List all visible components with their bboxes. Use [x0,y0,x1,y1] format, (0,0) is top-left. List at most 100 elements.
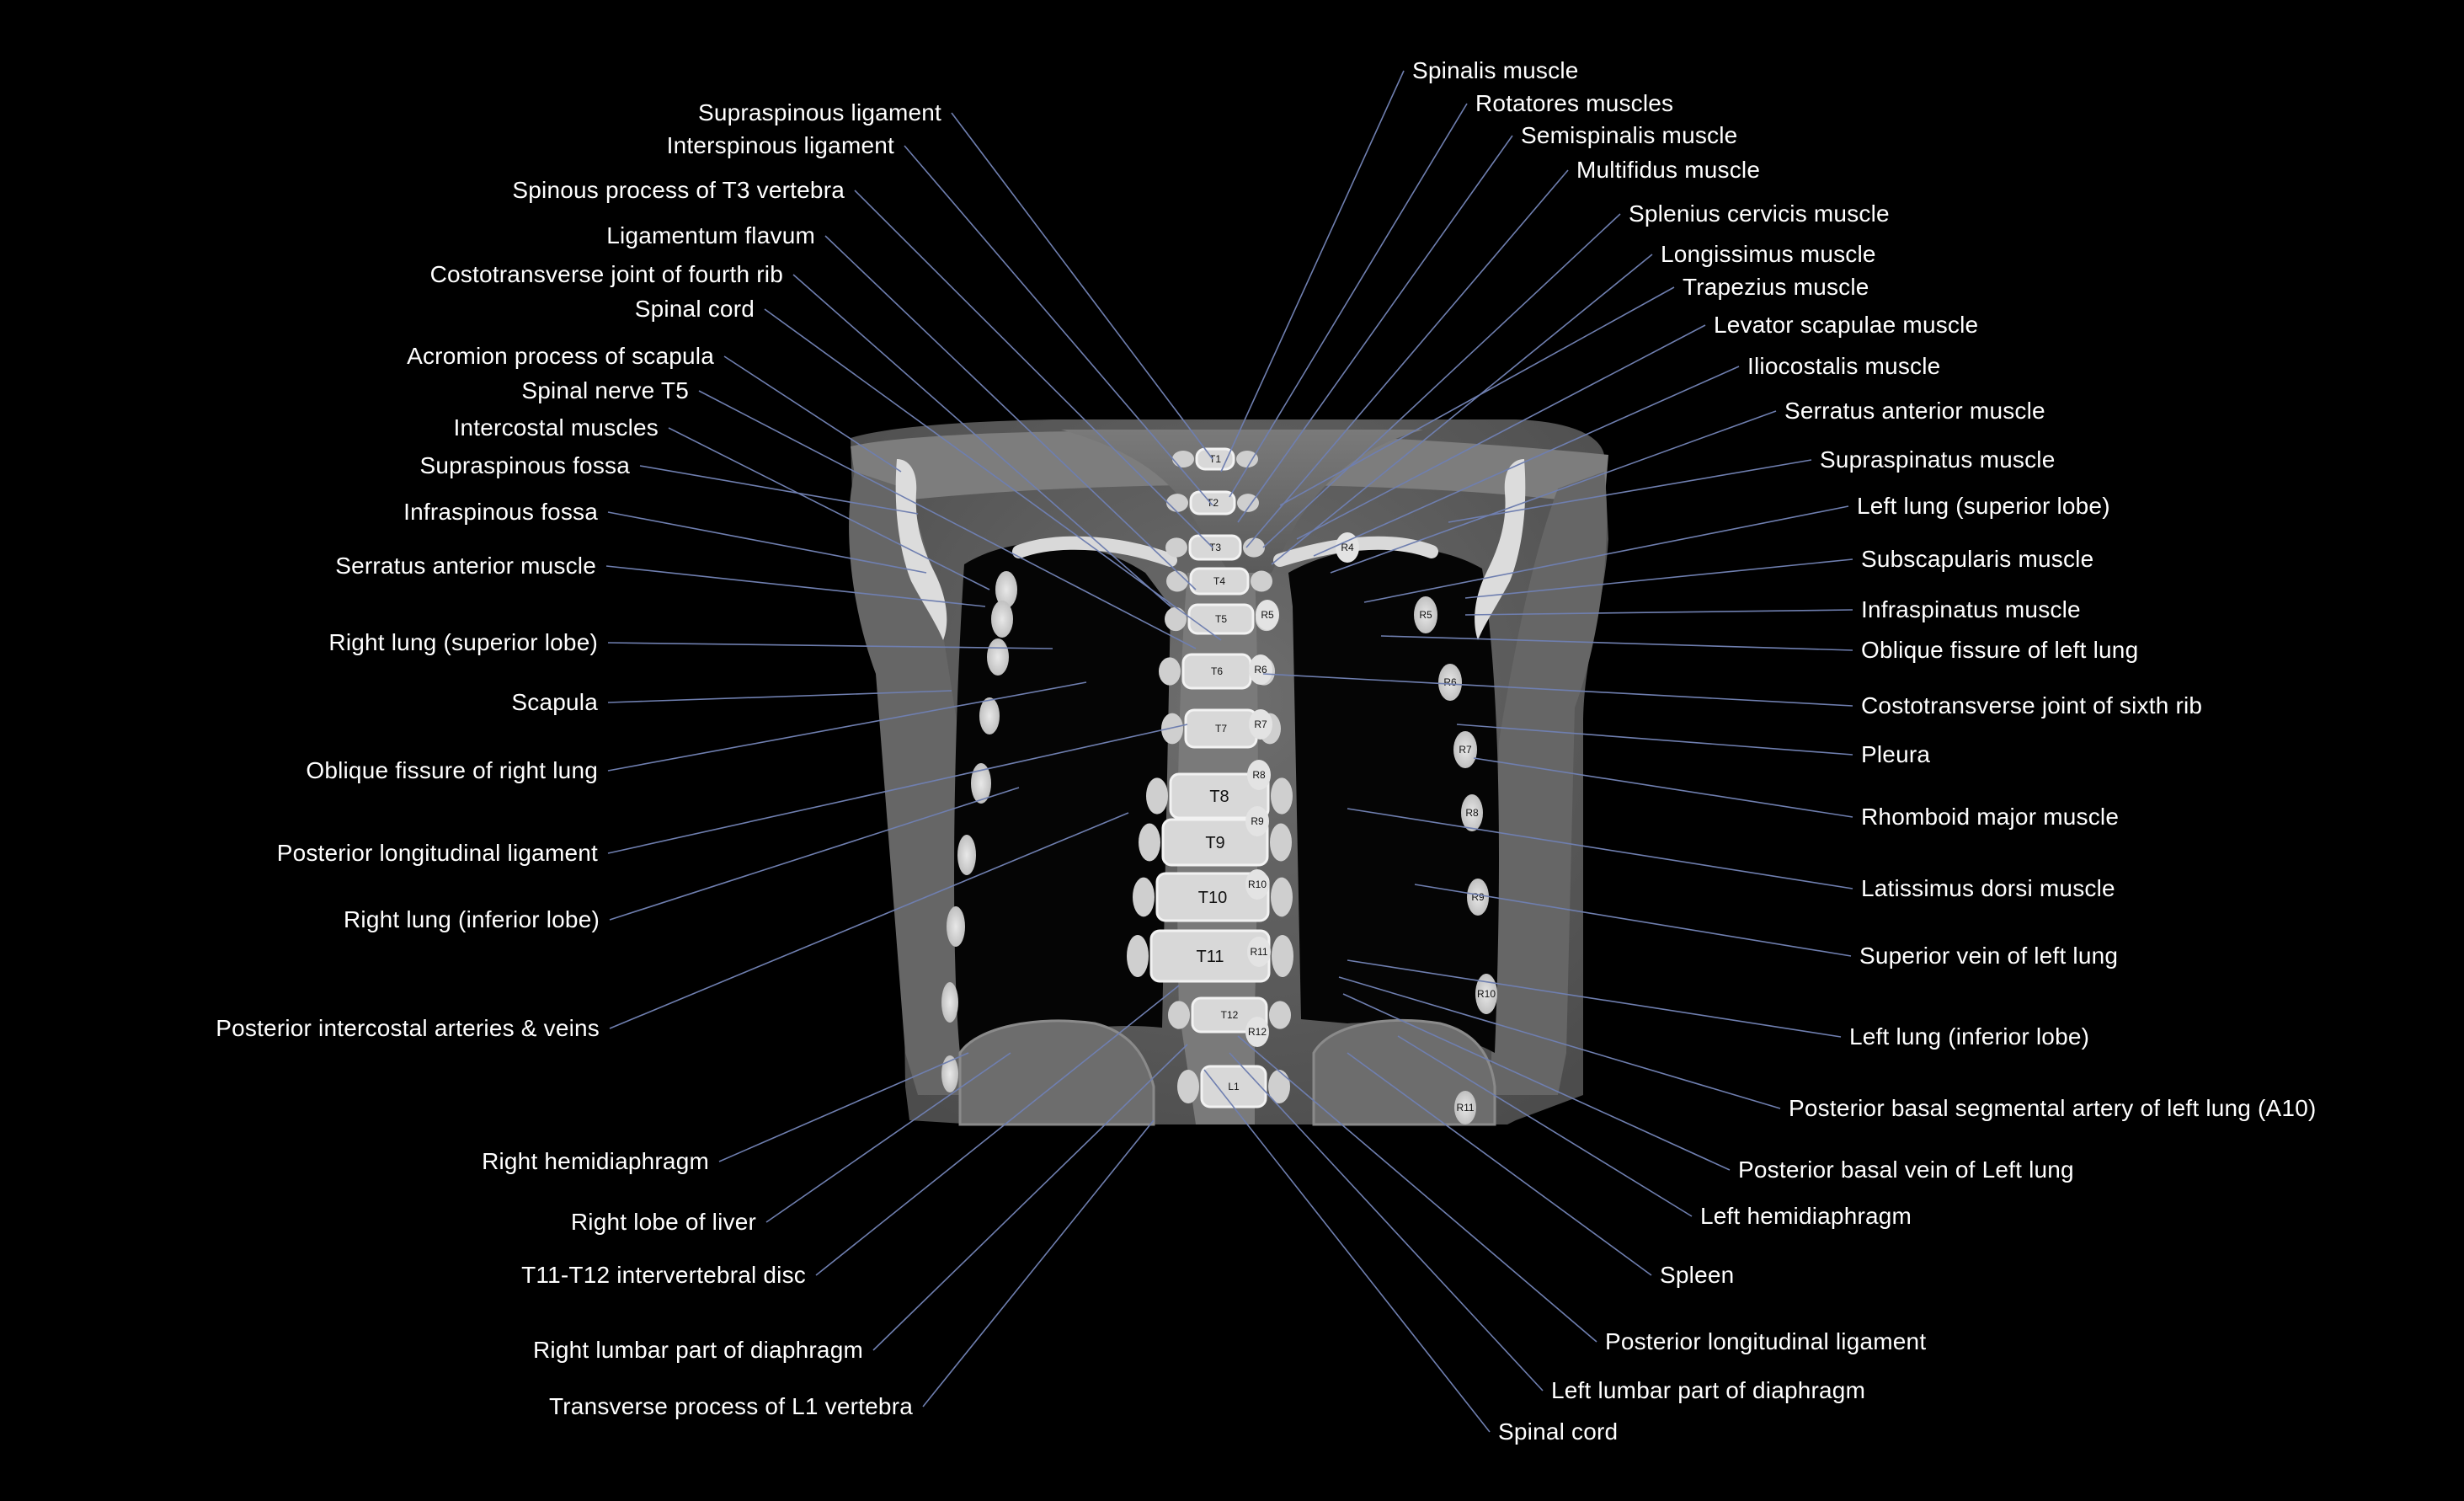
lateral-rib-label-r8: R8 [1465,807,1479,819]
vertebra-label-t9: T9 [1205,834,1224,852]
rib-head-r11: R11 [1247,937,1271,967]
svg-text:R10: R10 [1248,879,1267,890]
lateral-rib-label-r10: R10 [1477,988,1496,1000]
leader-line-left-interspinous-ligament [904,145,1213,506]
rib-head-r12: R12 [1245,1017,1269,1047]
lateral-rib-label-r5: R5 [1419,609,1432,621]
rib-head-r9: R9 [1245,806,1269,836]
spine: T1T2T3T4T5T6T7T8T9T10T11T12L1R4R5R6R7R8R… [1127,447,1496,1124]
leader-line-left-infraspinous-fossa [607,511,927,574]
svg-text:R4: R4 [1341,542,1354,553]
vertebra-label-t1: T1 [1209,453,1221,465]
leader-line-left-intercostal-muscles [668,427,990,590]
vertebra-t2: T2 [1166,490,1259,515]
lateral-rib-label-r6: R6 [1443,676,1457,688]
svg-text:R12: R12 [1248,1026,1267,1038]
leader-line-left-t11-t12-intervertebral-disc [815,985,1180,1276]
rib-head-r4: R4 [1336,532,1359,563]
vertebra-label-l1: L1 [1228,1081,1240,1092]
leader-line-right-superior-vein-of-left-lung [1414,884,1852,957]
leader-line-left-right-lobe-of-liver [765,1052,1011,1223]
svg-text:R7: R7 [1254,718,1267,730]
leader-line-left-spinal-cord [764,308,1222,641]
vertebra-label-t12: T12 [1221,1009,1239,1021]
leader-line-right-left-lung-inferior-lobe [1347,959,1842,1038]
leader-line-left-costotransverse-joint-of-fourth-rib [792,274,1171,607]
vertebra-t9: T9 [1139,818,1292,867]
rib-head-r8: R8 [1247,760,1271,790]
leader-line-right-trapezius-muscle [1279,286,1675,506]
leader-line-right-rotatores-muscles [1229,103,1468,498]
leader-line-right-spleen [1347,1052,1652,1276]
leader-line-right-serratus-anterior-muscle [1330,410,1777,574]
leader-line-right-rhomboid-major-muscle [1473,757,1853,818]
rib-sections-right [1414,596,1497,1124]
leader-line-left-acromion-process-of-scapula [723,355,902,473]
leader-line-left-right-hemidiaphragm [718,1052,969,1162]
rib-head-r6: R6 [1249,654,1272,685]
leader-line-left-scapula [607,690,952,703]
leader-line-left-posterior-longitudinal-ligament [607,724,1188,854]
lateral-rib-label-r9: R9 [1471,891,1485,903]
leader-line-right-pleura [1456,724,1853,756]
vertebra-t1: T1 [1172,447,1258,471]
leader-lines [605,70,1853,1433]
right-lung [954,542,1171,1055]
vertebra-t3: T3 [1165,534,1265,561]
svg-text:R8: R8 [1252,769,1266,781]
vertebra-label-t3: T3 [1209,542,1221,553]
right-dome [958,1019,1155,1126]
right-scapula [895,459,947,640]
leader-line-right-latissimus-dorsi-muscle [1347,808,1853,889]
leader-line-right-multifidus-muscle [1245,169,1569,548]
vertebra-label-t7: T7 [1215,723,1227,734]
leader-line-right-left-lung-superior-lobe [1363,505,1849,603]
leader-line-right-oblique-fissure-of-left-lung [1380,635,1853,651]
leader-line-left-transverse-process-of-l1-vertebra [922,1119,1155,1408]
leader-line-left-right-lumbar-part-of-diaphragm [872,1044,1188,1351]
vertebra-label-t6: T6 [1211,665,1223,677]
leader-line-right-semispinalis-muscle [1237,135,1513,523]
leader-line-right-infraspinatus-muscle [1464,609,1853,616]
vertebra-label-t5: T5 [1215,613,1227,625]
vertebra-t8: T8 [1146,772,1293,820]
leader-line-right-left-lumbar-part-of-diaphragm [1229,1052,1544,1391]
leader-line-left-posterior-intercostal-arteries-veins [609,812,1129,1029]
lateral-rib-label-r11: R11 [1456,1102,1474,1114]
leader-line-right-longissimus-muscle [1271,254,1653,565]
rib-head-r10: R10 [1245,869,1269,900]
leader-line-left-supraspinous-fossa [639,465,919,515]
leader-line-left-supraspinous-ligament [951,112,1213,460]
vertebra-t10: T10 [1133,872,1293,922]
svg-text:R11: R11 [1250,946,1267,958]
leader-line-left-spinous-process-of-t3-vertebra [854,190,1213,548]
rib-head-r5: R5 [1256,600,1279,630]
left-dome [1312,1018,1496,1126]
leader-line-right-levator-scapulae-muscle [1296,324,1706,540]
vertebra-label-t11: T11 [1197,948,1224,966]
leader-line-right-left-hemidiaphragm [1397,1035,1693,1217]
leader-line-right-splenius-cervicis-muscle [1262,213,1621,548]
leader-line-left-right-lung-inferior-lobe [609,787,1020,921]
vertebra-t4: T4 [1166,567,1272,596]
leader-line-right-spinal-cord [1203,1069,1491,1433]
left-scapula [1475,459,1526,640]
upper-ribs [1012,536,1438,567]
svg-text:R6: R6 [1254,664,1267,676]
vertebra-label-t10: T10 [1198,889,1227,907]
scapulae [895,459,1526,640]
svg-text:R5: R5 [1261,609,1274,621]
vertebra-label-t8: T8 [1209,788,1229,806]
leader-line-left-spinal-nerve-t5 [698,390,1197,649]
leader-line-right-posterior-basal-segmental-artery-of-left-lung-a10 [1338,976,1781,1109]
leader-line-right-iliocostalis-muscle [1313,366,1740,557]
leader-line-left-ligamentum-flavum [824,235,1197,590]
leader-line-right-subscapularis-muscle [1464,558,1853,599]
svg-text:R9: R9 [1251,815,1264,827]
vertebra-t11: T11 [1127,929,1293,983]
leader-line-left-right-lung-superior-lobe [607,642,1053,649]
vertebra-label-t4: T4 [1213,575,1225,587]
leader-line-right-posterior-basal-vein-of-left-lung [1342,993,1731,1171]
leader-line-left-serratus-anterior-muscle [605,565,986,607]
